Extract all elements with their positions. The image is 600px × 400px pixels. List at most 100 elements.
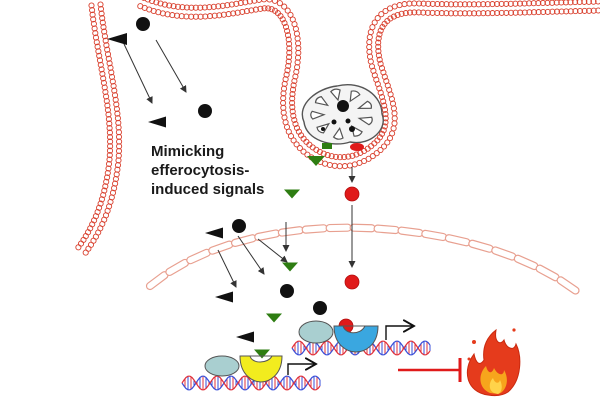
- membrane-lipid: [108, 73, 116, 80]
- membrane-lipid: [101, 84, 108, 91]
- membrane-lipid: [291, 77, 298, 85]
- membrane-lipid: [530, 9, 538, 16]
- black-signal-dot: [198, 104, 212, 118]
- membrane-lipid: [321, 160, 329, 167]
- membrane-lipid: [494, 9, 501, 17]
- nuclear-pore-segment: [349, 223, 376, 233]
- membrane-lipid: [341, 154, 348, 161]
- membrane-lipid: [484, 1, 491, 8]
- membrane-lipid: [210, 3, 217, 10]
- membrane-lipid: [517, 9, 524, 16]
- membrane-lipid: [461, 10, 468, 17]
- membrane-lipid: [457, 10, 464, 17]
- membrane-lipid: [452, 1, 459, 8]
- nuclear-pore-segment: [208, 240, 234, 255]
- membrane-lipid: [480, 10, 487, 17]
- membrane-lipid: [293, 141, 300, 148]
- signal-arrow: [217, 249, 237, 288]
- nuclear-pore-segment: [535, 264, 560, 282]
- membrane-lipid: [102, 183, 109, 190]
- membrane-lipid: [188, 4, 195, 11]
- membrane-lipid: [293, 30, 300, 37]
- membrane-lipid: [115, 124, 122, 131]
- membrane-lipid: [382, 111, 389, 118]
- membrane-lipid: [424, 9, 431, 16]
- membrane-lipid: [266, 0, 273, 3]
- green-signal-triangle: [254, 349, 270, 359]
- black-signal-triangle: [215, 291, 233, 303]
- membrane-lipid: [289, 86, 297, 93]
- membrane-lipid: [390, 105, 397, 112]
- membrane-lipid: [284, 67, 291, 74]
- membrane-lipid: [173, 12, 181, 19]
- membrane-lipid: [89, 7, 96, 14]
- membrane-lipid: [535, 9, 542, 16]
- membrane-lipid: [113, 171, 120, 178]
- nuclear-pore-segment: [301, 224, 328, 234]
- membrane-lipid: [374, 15, 381, 22]
- dna-backbone: [181, 375, 321, 391]
- membrane-lipid: [99, 19, 106, 26]
- cell-fold: [332, 126, 344, 140]
- caption-line-3: induced signals: [151, 181, 265, 198]
- membrane-lipid: [521, 9, 528, 16]
- membrane-lipid: [586, 7, 593, 14]
- membrane-lipid: [115, 157, 122, 164]
- membrane-lipid: [261, 5, 268, 12]
- membrane-lipid: [106, 156, 113, 163]
- membrane-lipid: [289, 95, 296, 102]
- membrane-lipid: [466, 1, 473, 8]
- membrane-lipid: [276, 0, 283, 7]
- black-signal-triangle: [148, 116, 166, 128]
- membrane-lipid: [148, 0, 156, 5]
- membrane-lipid: [376, 31, 383, 38]
- membrane-lipid: [255, 0, 263, 3]
- membrane-lipid: [82, 249, 89, 256]
- membrane-lipid: [115, 119, 122, 126]
- membrane-lipid: [572, 8, 579, 15]
- membrane-lipid: [281, 19, 288, 27]
- black-signal-dot: [313, 301, 327, 315]
- yellow-transcription-factor: [239, 355, 283, 383]
- membrane-lipid: [382, 7, 389, 15]
- membrane-lipid: [471, 10, 478, 17]
- membrane-lipid: [90, 20, 97, 27]
- black-signal-dot: [232, 219, 246, 233]
- membrane-lipid: [398, 10, 405, 17]
- membrane-lipid: [233, 0, 240, 7]
- membrane-lipid: [540, 8, 547, 16]
- membrane-lipid: [521, 0, 528, 7]
- membrane-lipid: [503, 0, 510, 7]
- nuclear-pore-segment: [491, 246, 517, 261]
- membrane-lipid: [375, 43, 382, 50]
- membrane-lipid: [282, 23, 290, 30]
- membrane-lipid: [280, 90, 287, 97]
- membrane-lipid: [284, 32, 292, 39]
- membrane-lipid: [111, 92, 119, 99]
- membrane-lipid: [378, 65, 386, 72]
- membrane-lipid: [391, 120, 398, 127]
- membrane-lipid: [438, 10, 445, 17]
- membrane-lipid: [99, 15, 106, 22]
- nuclear-pore-segment: [277, 226, 304, 237]
- membrane-lipid: [434, 0, 441, 8]
- membrane-lipid: [300, 148, 307, 155]
- membrane-lipid: [178, 13, 185, 20]
- cell-fold: [329, 88, 341, 102]
- membrane-lipid: [498, 9, 505, 16]
- membrane-lipid: [585, 0, 592, 5]
- membrane-lipid: [429, 0, 436, 7]
- green-signal-triangle: [282, 262, 298, 272]
- membrane-lipid: [219, 2, 226, 9]
- membrane-lipid: [116, 138, 123, 145]
- membrane-lipid: [100, 191, 107, 199]
- membrane-lipid: [106, 147, 114, 154]
- membrane-lipid: [110, 82, 117, 90]
- membrane-lipid: [280, 109, 287, 116]
- black-signal-triangle: [107, 33, 127, 45]
- membrane-lipid: [349, 152, 356, 159]
- membrane-lipid: [179, 4, 186, 11]
- membrane-lipid: [438, 1, 445, 8]
- membrane-lipid: [367, 29, 374, 36]
